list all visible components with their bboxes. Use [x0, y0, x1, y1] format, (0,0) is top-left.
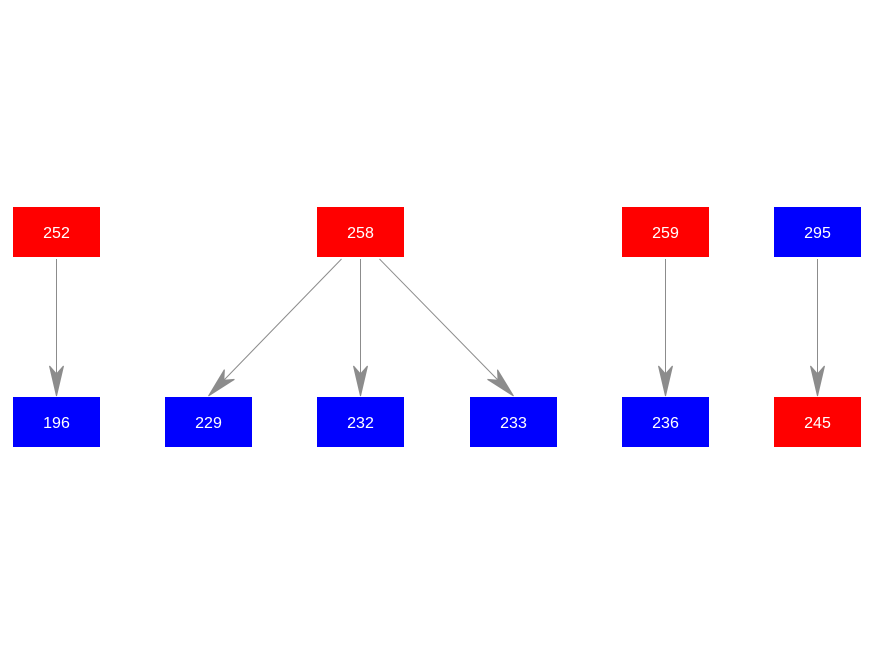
node-252[interactable]: 252 — [13, 207, 100, 257]
node-233[interactable]: 233 — [470, 397, 557, 447]
node-box[interactable] — [622, 207, 709, 257]
node-box[interactable] — [165, 397, 252, 447]
edge-259-236 — [658, 259, 673, 397]
arrowhead-icon — [49, 365, 64, 397]
edge-295-245 — [810, 259, 825, 397]
arrowhead-icon — [810, 365, 825, 397]
node-label: 295 — [804, 225, 831, 242]
node-label: 259 — [652, 225, 679, 242]
node-196[interactable]: 196 — [13, 397, 100, 447]
node-box[interactable] — [774, 207, 861, 257]
node-box[interactable] — [317, 207, 404, 257]
edge-258-229 — [208, 258, 342, 397]
node-box[interactable] — [13, 397, 100, 447]
node-label: 245 — [804, 415, 831, 432]
node-259[interactable]: 259 — [622, 207, 709, 257]
node-box[interactable] — [317, 397, 404, 447]
node-245[interactable]: 245 — [774, 397, 861, 447]
edge-258-232 — [353, 259, 368, 397]
node-box[interactable] — [774, 397, 861, 447]
node-label: 196 — [43, 415, 70, 432]
edges-layer — [49, 258, 825, 397]
node-label: 233 — [500, 415, 527, 432]
node-label: 252 — [43, 225, 70, 242]
node-232[interactable]: 232 — [317, 397, 404, 447]
node-236[interactable]: 236 — [622, 397, 709, 447]
node-box[interactable] — [470, 397, 557, 447]
edge-line — [223, 258, 342, 381]
arrowhead-icon — [353, 365, 368, 397]
edge-252-196 — [49, 259, 64, 397]
node-label: 236 — [652, 415, 679, 432]
node-258[interactable]: 258 — [317, 207, 404, 257]
edge-line — [379, 258, 499, 381]
arrowhead-icon — [208, 369, 235, 397]
node-box[interactable] — [13, 207, 100, 257]
arrowhead-icon — [487, 369, 514, 397]
node-label: 229 — [195, 415, 222, 432]
arrowhead-icon — [658, 365, 673, 397]
node-229[interactable]: 229 — [165, 397, 252, 447]
node-label: 232 — [347, 415, 374, 432]
edge-258-233 — [379, 258, 514, 397]
node-295[interactable]: 295 — [774, 207, 861, 257]
node-box[interactable] — [622, 397, 709, 447]
nodes-layer: 252 258 259 295 196 229 232 233 236 245 — [13, 207, 861, 447]
node-label: 258 — [347, 225, 374, 242]
